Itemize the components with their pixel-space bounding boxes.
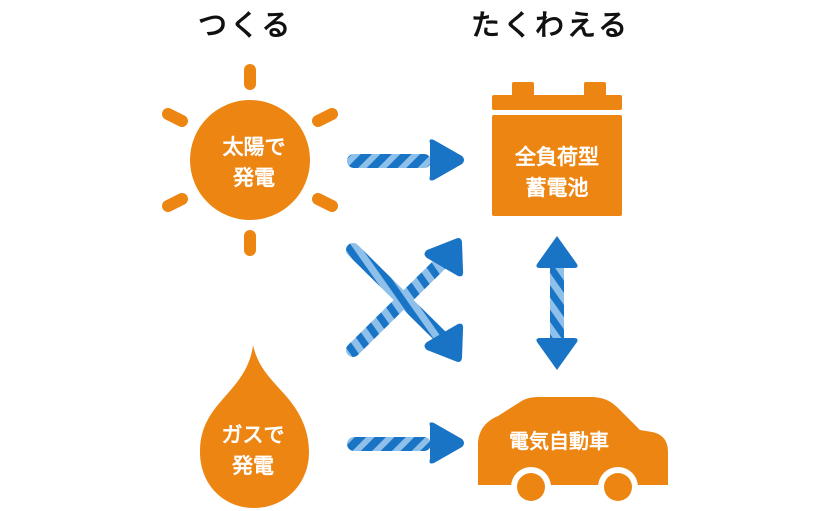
heading-make: つくる (198, 8, 294, 42)
arrow-solar-to-ev (346, 243, 464, 362)
solar-label-line2: 発電 (233, 166, 275, 190)
sun-disc (190, 100, 310, 220)
car-icon (470, 397, 680, 511)
sun-rays (162, 64, 338, 256)
solar-label-line1: 太陽で (222, 135, 286, 159)
gas-label-line2: 発電 (232, 454, 274, 478)
ev-label: 電気自動車 (509, 429, 609, 453)
arrow-solar-to-battery (347, 139, 464, 181)
arrow-battery-ev-bidirectional (536, 236, 578, 370)
battery-label: 全負荷型 蓄電池 (492, 142, 622, 204)
sun-icon (162, 64, 338, 256)
gas-label-line1: ガスで (221, 423, 285, 447)
flame-drop-icon (200, 345, 309, 508)
heading-store: たくわえる (471, 8, 631, 42)
battery-label-line1: 全負荷型 (515, 145, 599, 169)
battery-icon (492, 82, 622, 216)
gas-label: ガスで 発電 (197, 420, 309, 482)
arrow-gas-to-battery (346, 238, 464, 357)
battery-label-line2: 蓄電池 (525, 176, 589, 200)
solar-label: 太陽で 発電 (198, 132, 310, 194)
arrow-gas-to-ev (347, 422, 464, 464)
